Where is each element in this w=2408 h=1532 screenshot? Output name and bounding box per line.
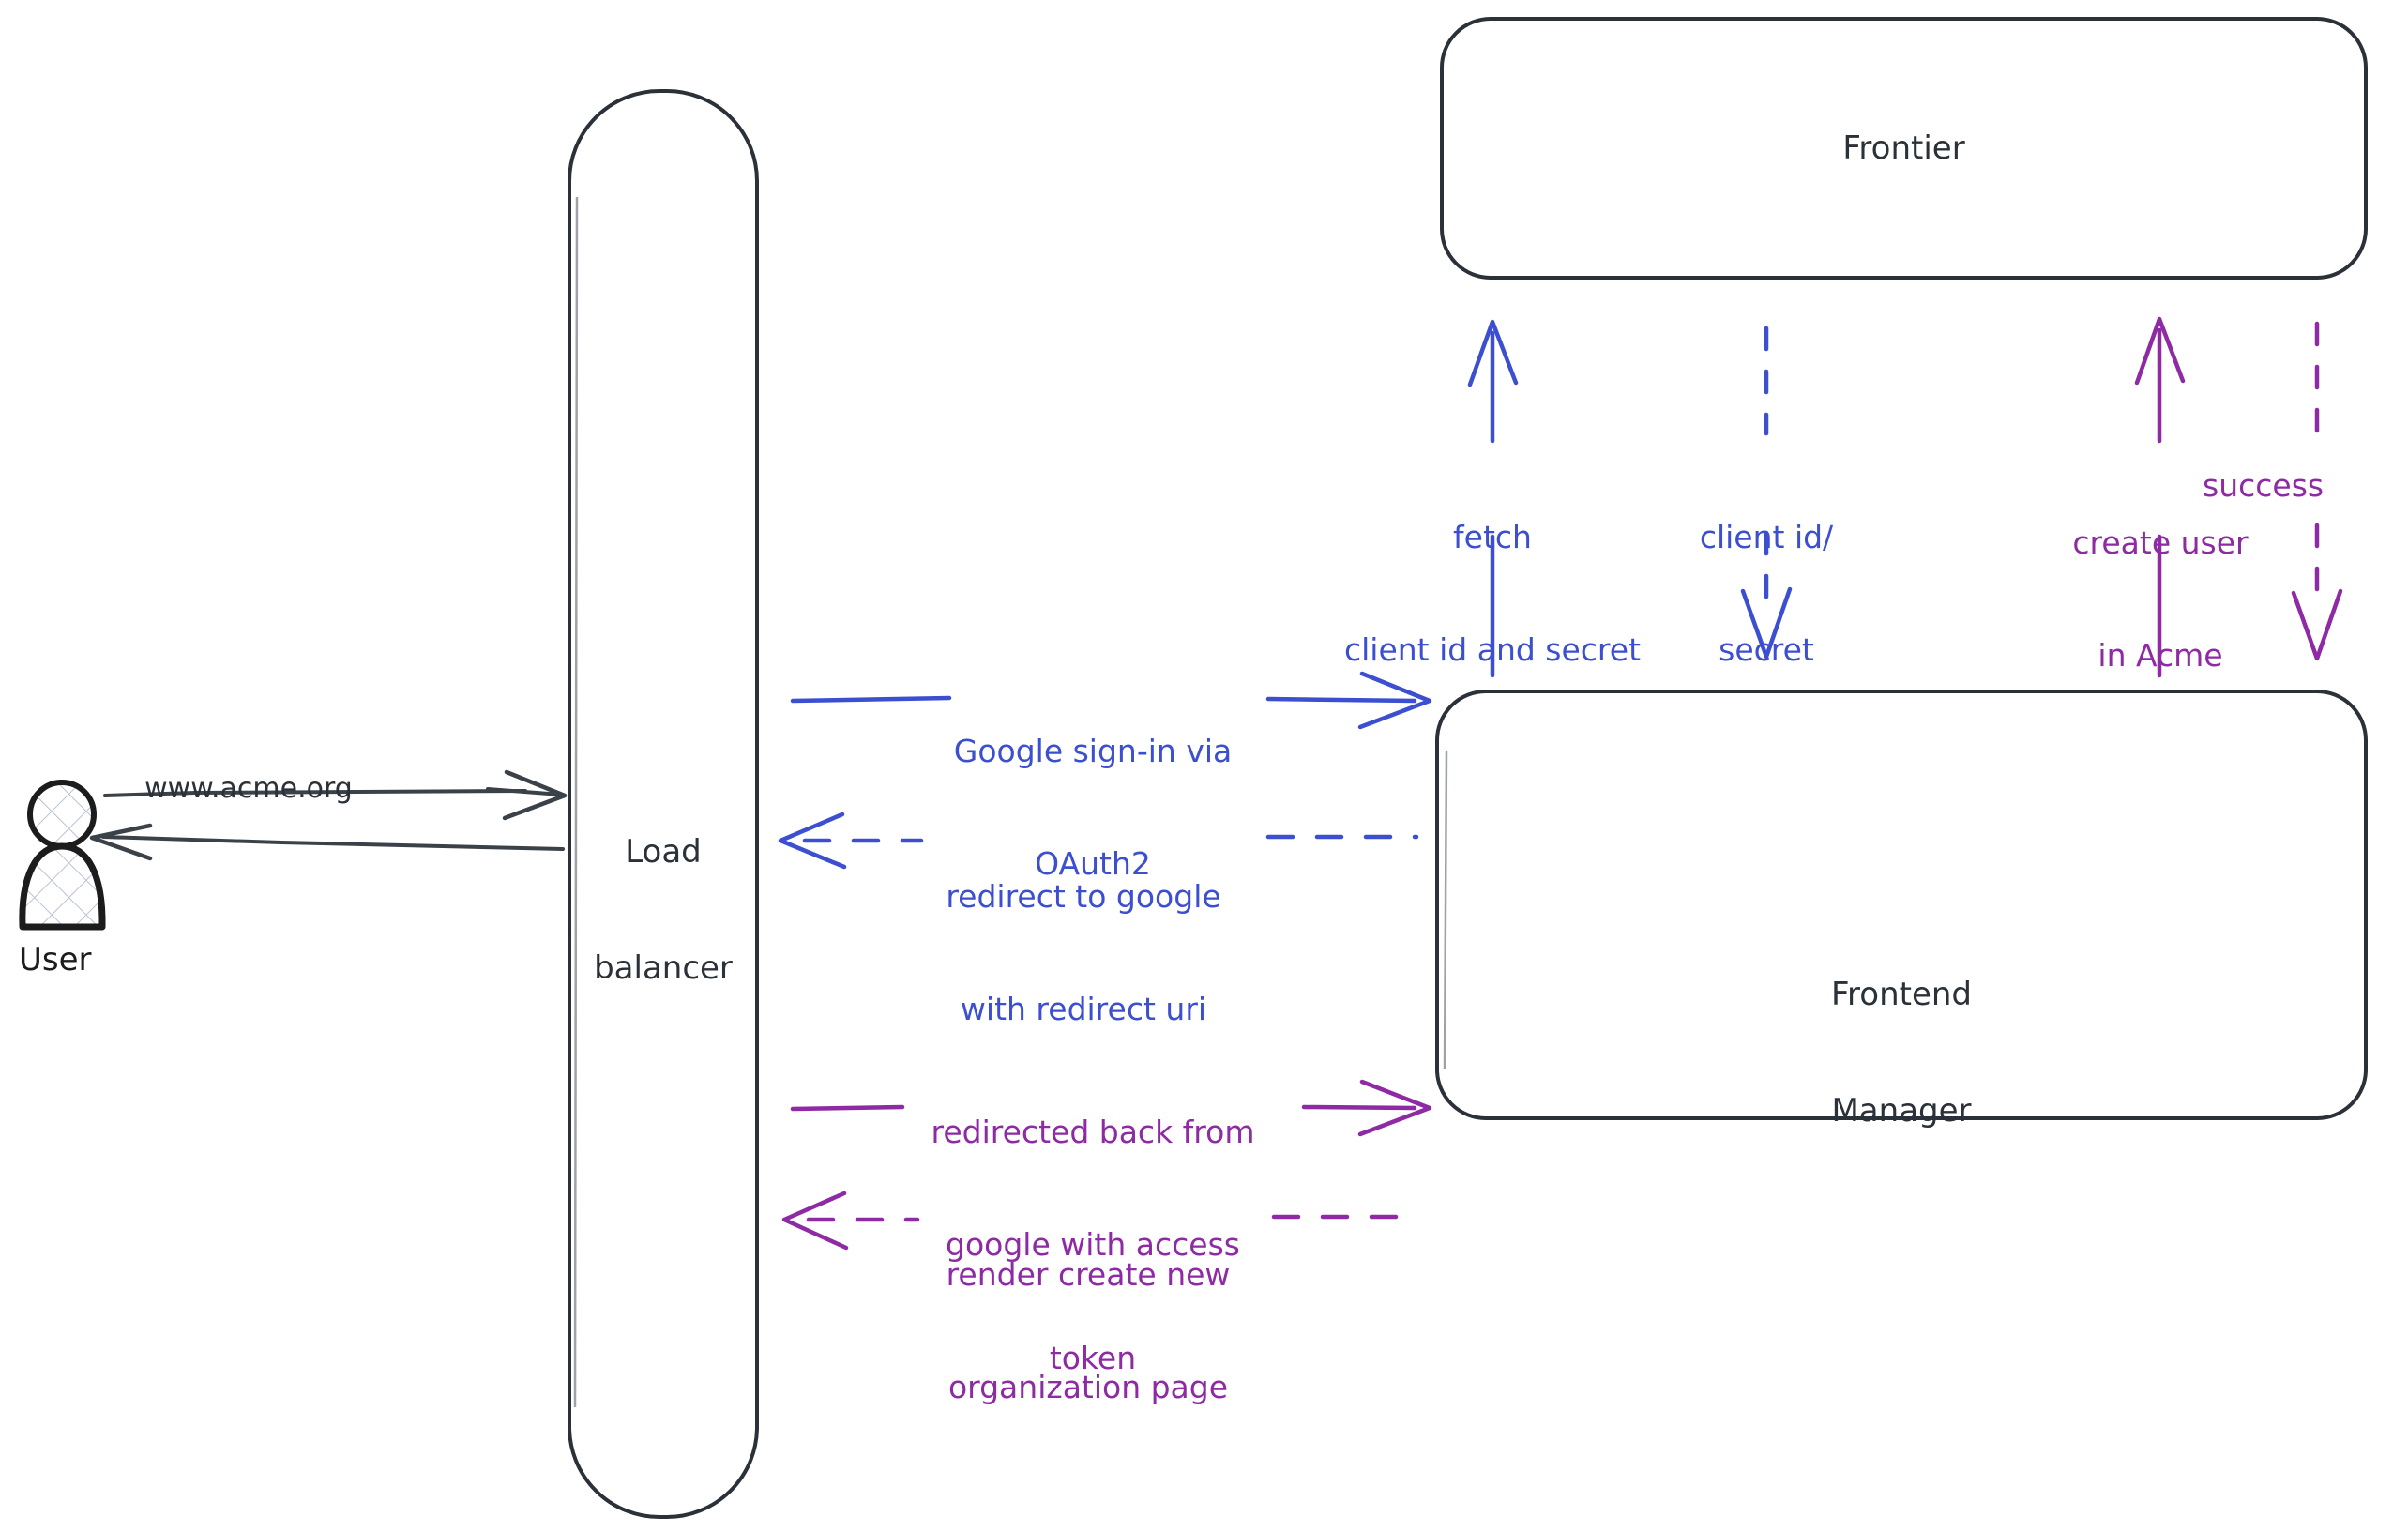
edge-create-user-success [2291, 321, 2343, 661]
edge-google-signin-oauth2 [790, 671, 1432, 730]
edge-redirected-back-with-token [790, 1079, 1432, 1137]
node-frontier[interactable] [1440, 17, 2368, 280]
edge-loadbalancer-to-user [89, 823, 565, 861]
edge-render-create-org-page [781, 1191, 1419, 1251]
edge-fetch-client-id-secret [1467, 319, 1519, 678]
edge-client-id-secret-response [1740, 326, 1793, 660]
edge-redirect-to-google [778, 812, 1419, 870]
edge-user-to-loadbalancer [103, 769, 568, 821]
node-frontend-manager[interactable] [1435, 690, 2368, 1120]
node-load-balancer[interactable] [568, 89, 759, 1519]
user-person-icon [19, 780, 106, 931]
edge-create-user-in-acme [2134, 316, 2186, 678]
